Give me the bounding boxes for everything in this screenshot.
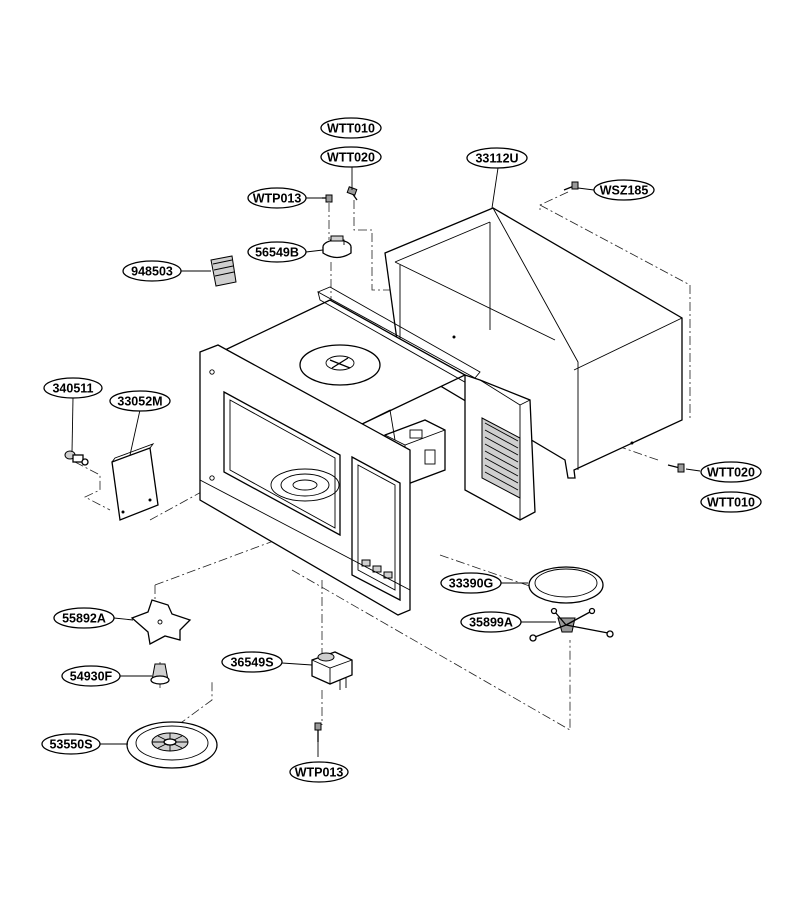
label-wtp013-top: WTP013 [253, 192, 302, 206]
top-screw-wtt [346, 186, 358, 201]
callout-54930f: 54930F [61, 665, 121, 687]
callout-33052m: 33052M [109, 390, 171, 412]
label-340511: 340511 [52, 382, 93, 396]
label-35899a: 35899A [469, 616, 513, 630]
vent-grille-lines [484, 422, 519, 491]
callout-wsz185: WSZ185 [593, 179, 655, 201]
callout-wtt010-right: WTT010 [700, 491, 762, 513]
callout-35899a: 35899A [460, 611, 522, 633]
label-53550s: 53550S [49, 738, 92, 752]
turntable-motor [311, 651, 353, 690]
callout-36549s: 36549S [221, 651, 283, 673]
callout-340511: 340511 [43, 377, 103, 399]
callout-33112u: 33112U [466, 147, 528, 169]
label-56549b: 56549B [255, 246, 299, 260]
label-948503: 948503 [131, 265, 173, 279]
callout-948503: 948503 [122, 260, 182, 282]
label-wsz185: WSZ185 [600, 184, 649, 198]
label-33390g: 33390G [449, 577, 493, 591]
label-33052m: 33052M [117, 395, 162, 409]
label-wtt010-right: WTT010 [707, 496, 755, 510]
turntable-ring [126, 721, 218, 769]
label-wtt020-top: WTT020 [327, 151, 375, 165]
label-wtt010-top: WTT010 [327, 122, 375, 136]
callout-55892a: 55892A [53, 607, 115, 629]
part-948503-block [210, 255, 237, 287]
glass-tray [528, 566, 604, 604]
callout-53550s: 53550S [41, 733, 101, 755]
label-33112u: 33112U [475, 152, 518, 166]
oven-cavity-chassis [199, 286, 536, 616]
callout-56549b: 56549B [247, 241, 307, 263]
label-wtt020-right: WTT020 [707, 466, 755, 480]
label-54930f: 54930F [70, 670, 113, 684]
callout-wtt020-top: WTT020 [320, 146, 382, 168]
callout-wtt010-top: WTT010 [320, 117, 382, 139]
coupler-plate [130, 599, 192, 645]
coupling [150, 663, 170, 685]
side-screw-wtt [667, 463, 685, 473]
callout-wtt020-right: WTT020 [700, 461, 762, 483]
callout-33390g: 33390G [440, 572, 502, 594]
top-screw-wtp013 [322, 194, 333, 203]
callout-wtp013-top: WTP013 [247, 187, 307, 209]
label-55892a: 55892A [62, 612, 106, 626]
part-340511-knob [64, 450, 89, 466]
label-wtp013-bottom: WTP013 [295, 766, 344, 780]
stirrer-motor [322, 235, 352, 259]
callout-wtp013-bottom: WTP013 [289, 761, 349, 783]
leader-lines [71, 166, 701, 757]
label-36549s: 36549S [230, 656, 273, 670]
part-33052m-board [111, 443, 159, 521]
case-screw-wsz185 [563, 181, 579, 191]
roller-support [529, 607, 614, 642]
bottom-screw-wtp013 [314, 722, 322, 742]
